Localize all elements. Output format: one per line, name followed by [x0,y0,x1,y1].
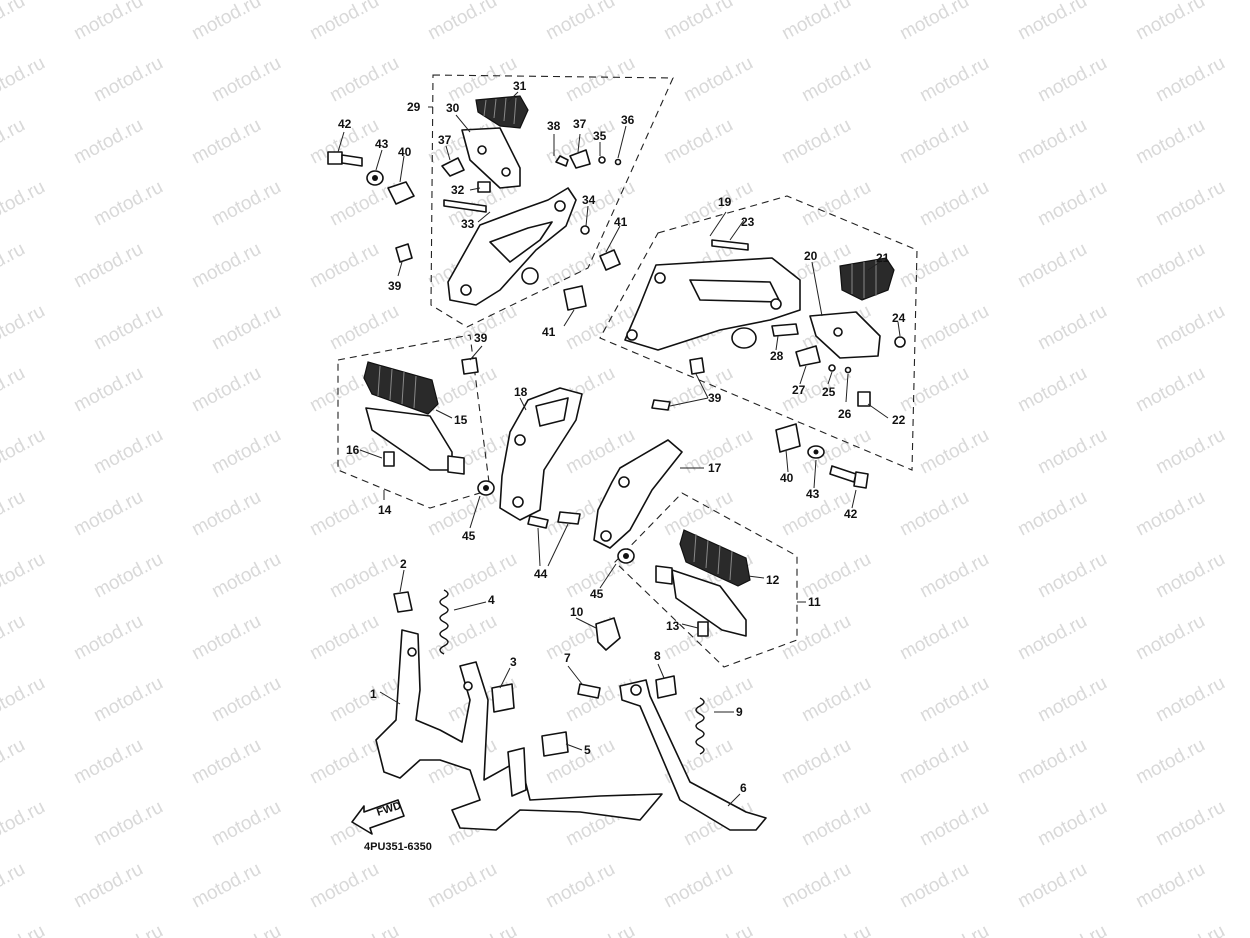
footrest-bracket-18 [477,387,583,521]
forward-arrow-icon: FWD [351,799,405,835]
callout-42-left: 42 [338,117,352,131]
callout-6: 6 [740,781,747,795]
hardware-left-upper [327,151,415,263]
callout-22: 22 [892,413,906,427]
callout-24: 24 [892,311,906,325]
group-box-29 [430,74,674,328]
callout-32: 32 [451,183,465,197]
callout-21: 21 [876,251,890,265]
callout-2: 2 [400,557,407,571]
stand-hardware [393,589,569,757]
callout-28: 28 [770,349,784,363]
callout-30: 30 [446,101,460,115]
front-footrest-right [655,529,751,637]
diagram-code: 4PU351-6350 [364,841,432,853]
callout-39-middle: 39 [474,331,488,345]
callout-39-right: 39 [708,391,722,405]
rear-footrest-assembly-left [441,95,622,306]
callout-9: 9 [736,705,743,719]
callout-29: 29 [407,100,421,114]
callout-34: 34 [582,193,596,207]
callout-20: 20 [804,249,818,263]
callout-37-left: 37 [438,133,452,147]
callout-27: 27 [792,383,806,397]
group-box-19 [599,195,918,471]
callout-11: 11 [808,595,821,609]
callout-43-right: 43 [806,487,820,501]
callout-16: 16 [346,443,360,457]
callout-45-left: 45 [462,529,476,543]
footrest-bracket-17 [527,439,683,564]
callout-33: 33 [461,217,475,231]
rear-footrest-assembly-right [599,239,906,407]
callout-17: 17 [708,461,722,475]
callout-7: 7 [564,651,571,665]
callout-43-left: 43 [375,137,389,151]
callout-14: 14 [378,503,392,517]
callout-5: 5 [584,743,591,757]
callout-36: 36 [621,113,635,127]
callout-18: 18 [514,385,528,399]
callout-42-right: 42 [844,507,858,521]
callout-40-right: 40 [780,471,794,485]
callout-15: 15 [454,413,468,427]
callout-12: 12 [766,573,780,587]
callout-8: 8 [654,649,661,663]
callout-25: 25 [822,385,836,399]
callout-41-upper: 41 [614,215,628,229]
callout-10: 10 [570,605,584,619]
callout-31: 31 [513,79,527,93]
callout-41-lower: 41 [542,325,556,339]
callout-39-left: 39 [388,279,402,293]
callout-4: 4 [488,593,495,607]
callout-3: 3 [510,655,517,669]
side-stand [577,617,767,831]
callout-1: 1 [370,687,377,701]
callout-labels: 31 30 29 38 37 35 36 37 32 33 34 42 43 4… [338,79,906,795]
main-stand [375,629,663,831]
callout-35: 35 [593,129,607,143]
callout-37-right: 37 [573,117,587,131]
callout-19: 19 [718,195,732,209]
callout-44: 44 [534,567,548,581]
callout-40-left: 40 [398,145,412,159]
leader-lines [337,91,901,807]
callout-38: 38 [547,119,561,133]
callout-23: 23 [741,215,755,229]
group-box-14 [337,334,491,509]
group-box-11 [614,492,798,668]
callout-13: 13 [666,619,680,633]
callout-45-right: 45 [590,587,604,601]
front-footrest-left [363,361,465,475]
hardware-right-lower [461,285,869,489]
callout-26: 26 [838,407,852,421]
